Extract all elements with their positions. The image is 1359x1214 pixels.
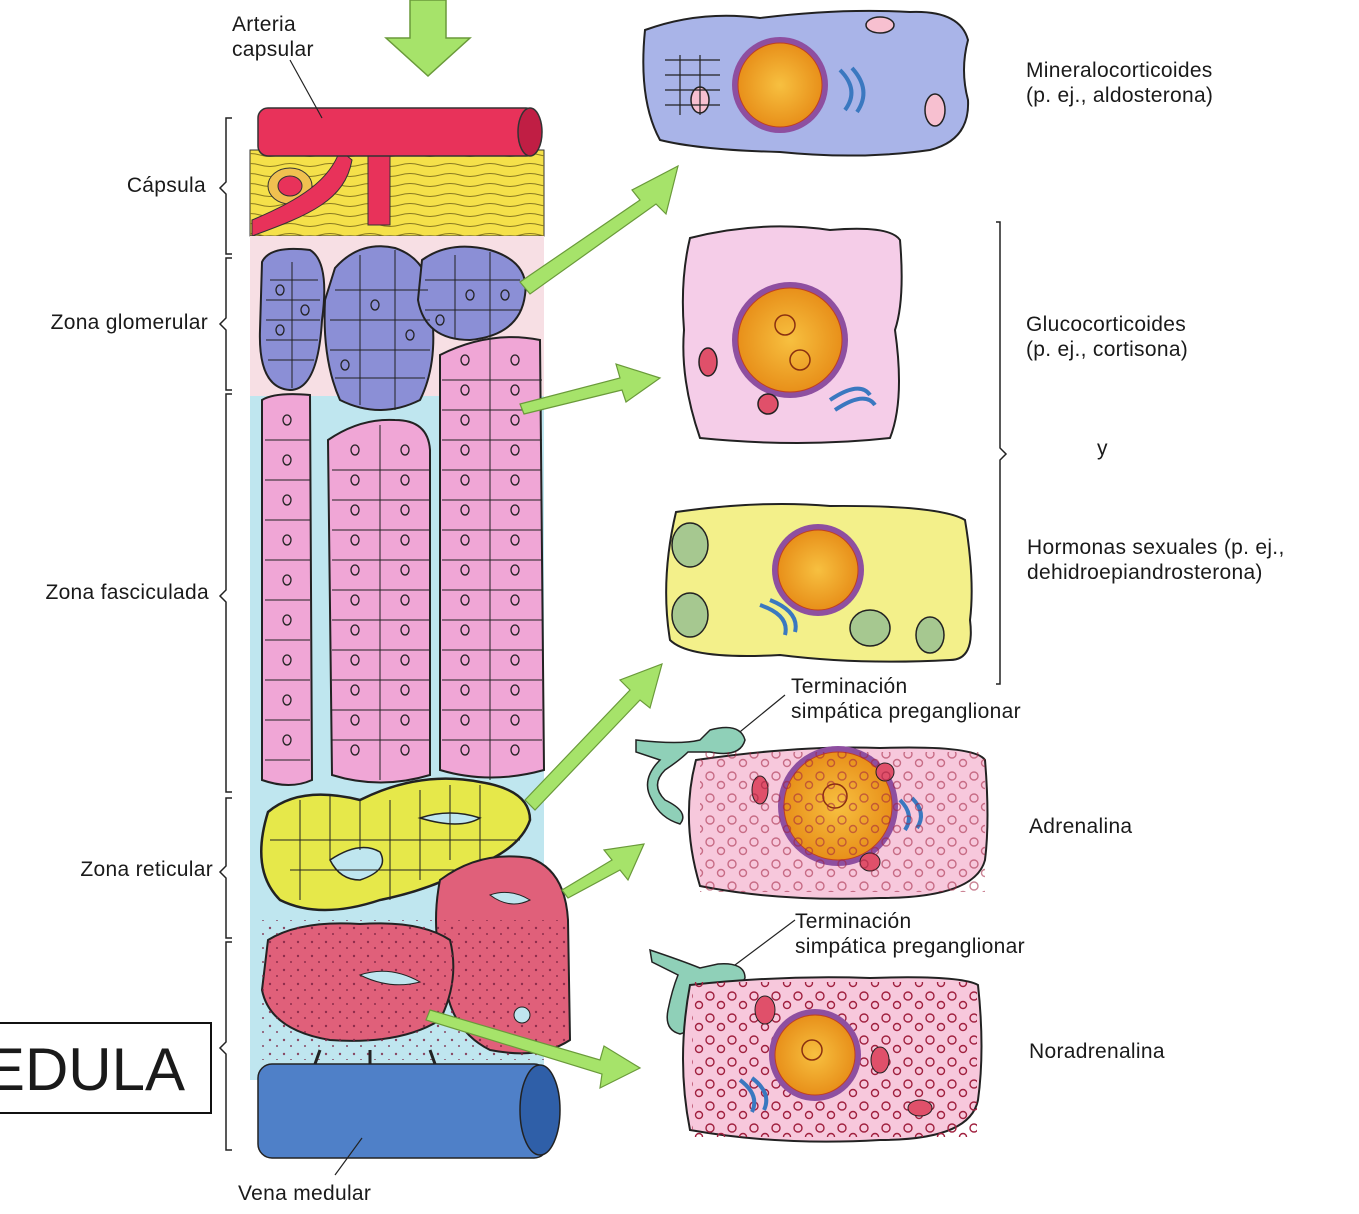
label-noradrenalina: Noradrenalina [1029, 1039, 1165, 1064]
label-zona-reticular: Zona reticular [80, 857, 213, 882]
cell-glucocorticoid [683, 226, 902, 443]
label-terminacion-1: Terminación simpática preganglionar [791, 674, 1021, 724]
label-adrenalina: Adrenalina [1029, 814, 1132, 839]
label-glucocorticoides-line1: Glucocorticoides [1026, 312, 1188, 337]
label-capsula: Cápsula [127, 173, 206, 198]
medullary-vein [258, 1050, 560, 1158]
label-glucocorticoides: Glucocorticoides (p. ej., cortisona) [1026, 312, 1188, 362]
right-bracket [996, 222, 1006, 684]
label-terminacion-2-line2: simpática preganglionar [795, 934, 1025, 959]
top-arrow [386, 0, 470, 76]
label-hormonas-sexuales: Hormonas sexuales (p. ej., dehidroepiand… [1027, 535, 1285, 585]
zone-brackets [220, 118, 232, 1150]
label-terminacion-2-line1: Terminación [795, 909, 1025, 934]
cell-adrenalina [689, 746, 988, 899]
label-zona-fasciculada: Zona fasciculada [45, 580, 209, 605]
label-y: y [1097, 436, 1108, 461]
cell-mineralocorticoid [643, 11, 968, 156]
label-arteria-capsular-line1: Arteria [232, 12, 314, 37]
label-medula: MEDULA [0, 1030, 185, 1110]
label-medula-text: MEDULA [0, 1030, 185, 1110]
cell-noradrenalina [683, 977, 982, 1141]
label-hormonas-sexuales-line1: Hormonas sexuales (p. ej., [1027, 535, 1285, 560]
label-arteria-capsular-line2: capsular [232, 37, 314, 62]
label-vena-medular: Vena medular [238, 1181, 371, 1206]
label-mineralocorticoides-line1: Mineralocorticoides [1026, 58, 1213, 83]
label-mineralocorticoides: Mineralocorticoides (p. ej., aldosterona… [1026, 58, 1213, 108]
label-zona-glomerular: Zona glomerular [51, 310, 208, 335]
label-arteria-capsular: Arteria capsular [232, 12, 314, 62]
label-mineralocorticoides-line2: (p. ej., aldosterona) [1026, 83, 1213, 108]
capsule-layer [250, 150, 544, 236]
label-glucocorticoides-line2: (p. ej., cortisona) [1026, 337, 1188, 362]
label-terminacion-1-line1: Terminación [791, 674, 1021, 699]
label-hormonas-sexuales-line2: dehidroepiandrosterona) [1027, 560, 1285, 585]
label-terminacion-2: Terminación simpática preganglionar [795, 909, 1025, 959]
cell-sex-hormones [666, 504, 972, 662]
label-terminacion-1-line2: simpática preganglionar [791, 699, 1021, 724]
